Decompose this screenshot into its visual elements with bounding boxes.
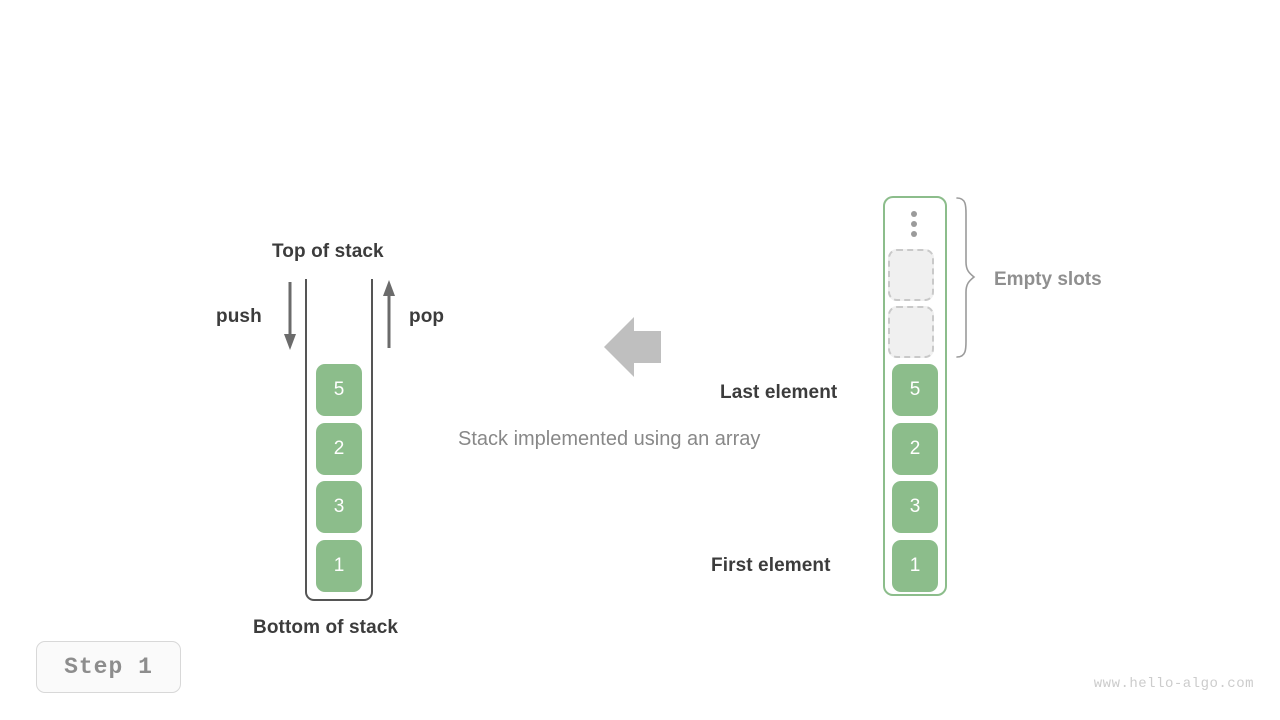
stack-cell: 5 xyxy=(316,364,362,416)
first-element-label: First element xyxy=(711,555,831,576)
curly-brace-icon xyxy=(956,197,976,358)
last-element-label: Last element xyxy=(720,382,838,403)
arrow-left-icon xyxy=(604,317,661,377)
center-caption: Stack implemented using an array xyxy=(458,428,761,450)
arrow-down-icon xyxy=(284,282,296,350)
vertical-ellipsis-icon xyxy=(910,211,917,237)
pop-label: pop xyxy=(409,306,445,327)
array-cell: 3 xyxy=(892,481,938,533)
array-cell: 1 xyxy=(892,540,938,592)
arrow-up-icon xyxy=(383,280,395,348)
push-label: push xyxy=(216,306,262,327)
array-cell: 5 xyxy=(892,364,938,416)
step-badge: Step 1 xyxy=(36,641,181,693)
watermark: www.hello-algo.com xyxy=(1093,676,1254,692)
stack-cell: 3 xyxy=(316,481,362,533)
stack-cell: 2 xyxy=(316,423,362,475)
array-empty-slot xyxy=(888,306,934,358)
stack-cell: 1 xyxy=(316,540,362,592)
array-empty-slot xyxy=(888,249,934,301)
empty-slots-label: Empty slots xyxy=(994,269,1102,290)
top-of-stack-label: Top of stack xyxy=(272,241,384,262)
stack-container xyxy=(305,279,373,601)
array-cell: 2 xyxy=(892,423,938,475)
bottom-of-stack-label: Bottom of stack xyxy=(253,617,399,638)
